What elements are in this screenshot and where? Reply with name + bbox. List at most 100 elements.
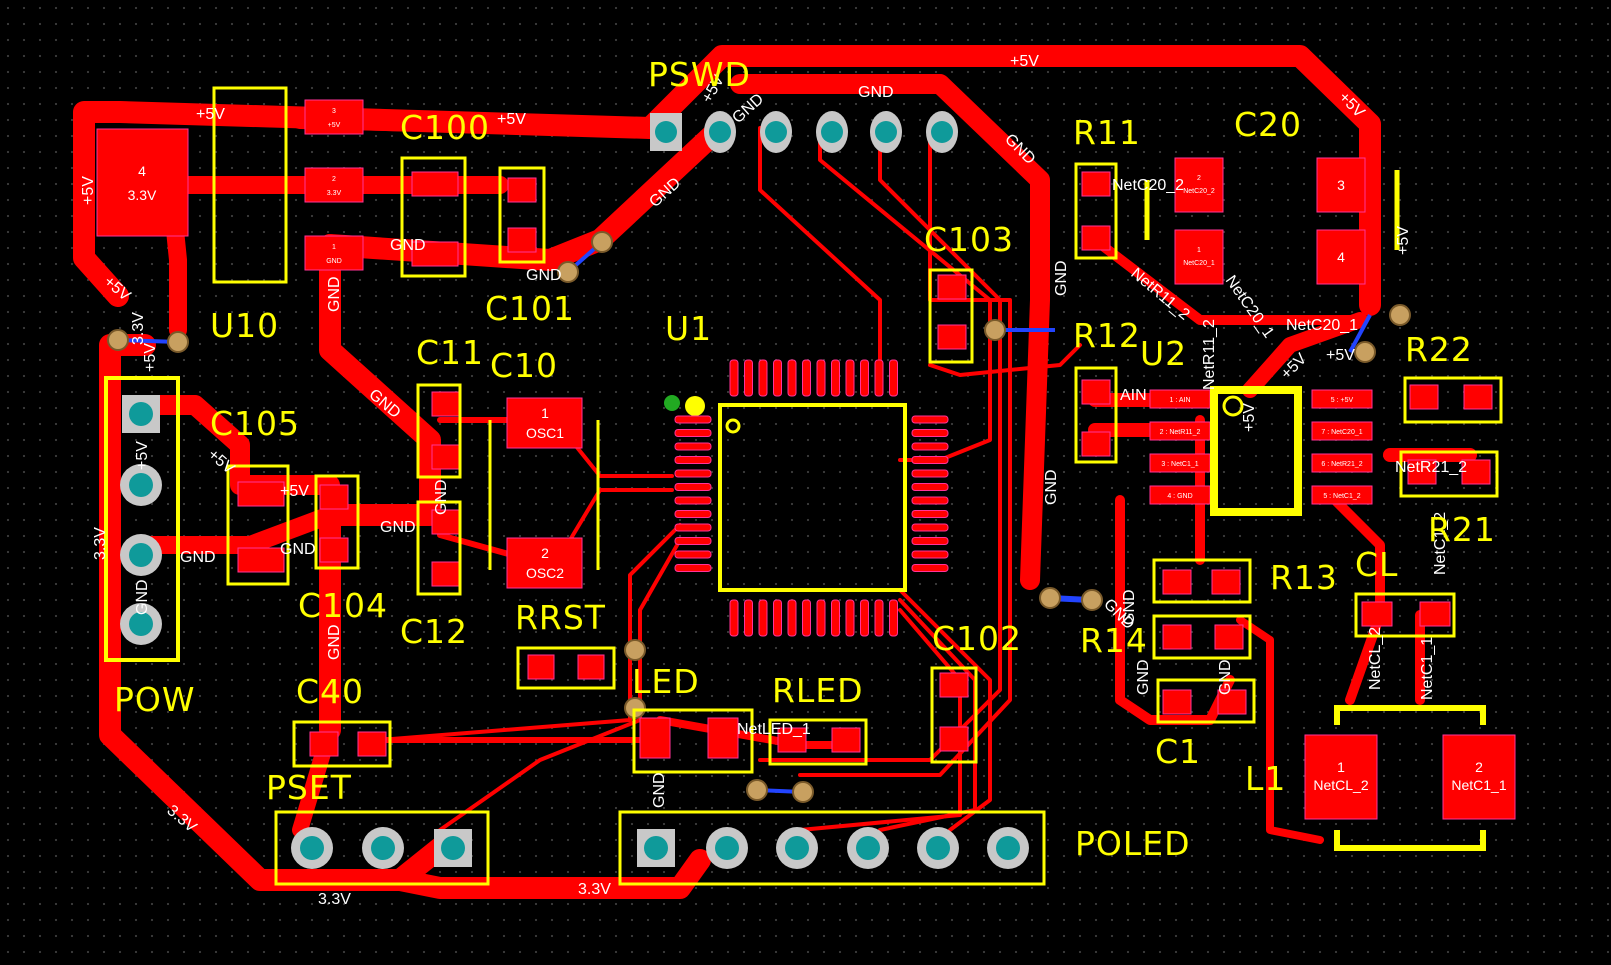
cl-outline xyxy=(1354,592,1456,638)
net-label: GND xyxy=(134,579,151,615)
led-pad2 xyxy=(707,717,739,759)
u1-pin xyxy=(911,496,949,505)
r13-outline xyxy=(1152,558,1252,604)
u2-pad6 xyxy=(1311,453,1373,473)
rrst-pad2 xyxy=(577,654,605,680)
rled-pad1 xyxy=(777,727,807,753)
designator-r11: R11 xyxy=(1073,113,1141,152)
c101-pad1 xyxy=(507,177,537,203)
c105-pad2 xyxy=(237,547,285,573)
designator-pset: PSET xyxy=(266,768,352,807)
c101-pad2 xyxy=(507,227,537,253)
c104-outline xyxy=(314,474,360,570)
r11-pad1 xyxy=(1081,171,1111,197)
c1-pad1 xyxy=(1162,689,1192,715)
drill xyxy=(129,402,153,426)
pin1-marker xyxy=(685,396,705,416)
designator-rrst: RRST xyxy=(515,598,606,637)
net-label: 3.3V xyxy=(92,527,109,560)
drill xyxy=(129,612,153,636)
u1-pin xyxy=(758,599,768,637)
drill xyxy=(926,836,950,860)
u10-outline xyxy=(212,86,288,284)
u1-pin xyxy=(674,483,712,491)
osc-pad2-net: OSC2 xyxy=(526,565,564,581)
net-label: +5V xyxy=(1395,226,1412,255)
r21-pad2 xyxy=(1461,459,1491,485)
c1-pad2 xyxy=(1217,689,1247,715)
r13-pad2 xyxy=(1211,569,1241,595)
designator-u10: U10 xyxy=(210,306,279,345)
u1-pin xyxy=(729,599,739,637)
u1-pin xyxy=(831,359,840,397)
c11-pad1 xyxy=(431,391,461,417)
u1-pin xyxy=(889,599,898,637)
led-outline xyxy=(632,708,754,774)
c11-outline xyxy=(416,383,462,479)
u1-pin xyxy=(816,359,826,397)
u2-pad7 xyxy=(1311,421,1373,441)
led-pad1 xyxy=(639,717,671,759)
via-link xyxy=(1348,314,1372,353)
c1-outline xyxy=(1156,678,1256,724)
r14-outline xyxy=(1152,614,1252,660)
origin-marker xyxy=(664,395,680,411)
trace-mcu-4 xyxy=(758,126,882,362)
osc-pad2 xyxy=(506,537,583,589)
l1-pad2 xyxy=(1442,734,1516,820)
c20-pad3 xyxy=(1316,157,1366,213)
net-label: GND xyxy=(326,624,343,660)
net-label: 3.3V xyxy=(130,312,147,345)
u10-pad3-net: +5V xyxy=(328,122,341,129)
l1-pad2-num: 2 xyxy=(1475,759,1483,775)
u1-pin xyxy=(674,564,712,572)
u1-pin xyxy=(674,510,712,518)
osc-pad1-num: 1 xyxy=(541,405,549,421)
u1-pin xyxy=(831,599,840,637)
net-label: NetC20_2 xyxy=(1112,177,1184,194)
drill xyxy=(931,121,953,143)
c20-pad1 xyxy=(1174,229,1224,285)
net-label: GND xyxy=(651,772,668,808)
net-label: GND xyxy=(1135,659,1152,695)
u1-pin xyxy=(674,415,712,424)
rrst-pad1 xyxy=(527,654,555,680)
c11-pad2 xyxy=(431,444,461,470)
l1-outline-top xyxy=(1334,705,1486,725)
designator-c11: C11 xyxy=(416,333,484,372)
c12-outline xyxy=(416,500,462,596)
designator-c1: C1 xyxy=(1155,732,1201,771)
net-label: +5V xyxy=(142,343,159,372)
drill xyxy=(441,836,465,860)
u1-pin xyxy=(911,442,949,451)
net-label: NetC1_2 xyxy=(1432,512,1449,575)
net-label: GND xyxy=(1053,260,1070,296)
c102-pad2 xyxy=(939,726,969,752)
u1-pin xyxy=(911,523,949,532)
c104-pad2 xyxy=(319,537,349,563)
c105-outline xyxy=(226,464,290,586)
designator-c105: C105 xyxy=(210,404,300,443)
silkscreen-outlines xyxy=(104,86,1503,886)
u1-pin xyxy=(911,456,949,464)
c20-pad4 xyxy=(1316,229,1366,285)
u1-pin xyxy=(911,469,949,478)
trace-mcu-2 xyxy=(758,126,1002,762)
c103-outline xyxy=(928,268,974,364)
via xyxy=(1039,587,1061,609)
drill xyxy=(821,121,843,143)
r11-outline xyxy=(1074,162,1118,260)
trace-3v3-u10 xyxy=(166,221,187,339)
u1-pin xyxy=(674,523,712,532)
u10-pad2-net: 3.3V xyxy=(327,190,342,197)
u10-pad4-net: 3.3V xyxy=(128,187,157,203)
net-label: +5V xyxy=(196,106,225,123)
u1-pin xyxy=(758,359,768,397)
trace-cl xyxy=(1325,490,1385,705)
via xyxy=(792,781,814,803)
net-label: NetCL_2 xyxy=(1367,627,1384,690)
u1-pin xyxy=(674,442,712,451)
designator-c10: C10 xyxy=(490,346,558,385)
u2-pad8 xyxy=(1311,485,1373,505)
